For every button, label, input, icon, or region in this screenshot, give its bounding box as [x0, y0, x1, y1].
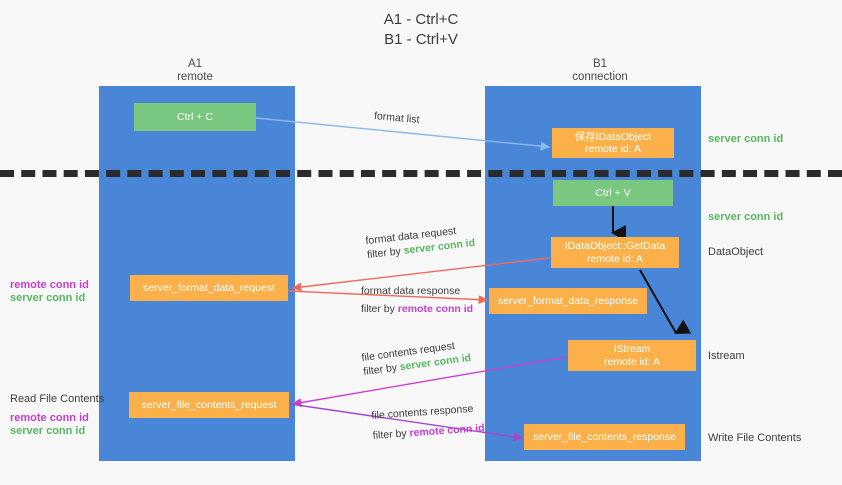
- node-ctrl-c-label: Ctrl + C: [177, 110, 213, 123]
- filter-key-remote-conn-id: remote conn id: [409, 422, 486, 440]
- node-server-file-contents-response[interactable]: server_file_contents_response: [524, 424, 685, 450]
- node-ctrl-c[interactable]: Ctrl + C: [134, 103, 256, 131]
- filter-prefix: filter by: [372, 427, 410, 442]
- filter-key-remote-conn-id: remote conn id: [397, 303, 474, 315]
- column-header-b1: B1 connection: [545, 58, 655, 84]
- label-remote-conn-id-1: remote conn id: [10, 279, 89, 291]
- node-istream[interactable]: IStream remote id: A: [568, 340, 696, 371]
- node-save-idataobject[interactable]: 保存IDataObject remote id: A: [552, 128, 674, 158]
- edge-label-format-data-response: format data response filter by remote co…: [361, 284, 473, 316]
- label-dataobject: DataObject: [708, 246, 764, 258]
- node-server-file-contents-request[interactable]: server_file_contents_request: [129, 392, 289, 418]
- edge-label-file-contents-response-filter: filter by remote conn id: [372, 421, 485, 443]
- title-line-1: A1 - Ctrl+C: [383, 11, 459, 28]
- node-ctrl-v-label: Ctrl + V: [595, 186, 631, 199]
- node-getdata-l2: remote id: A: [586, 252, 644, 265]
- node-server-file-contents-request-label: server_file_contents_request: [141, 398, 277, 411]
- edge-label-format-data-response-text: format data response: [361, 285, 461, 297]
- column-a1-name: A1: [187, 58, 203, 70]
- label-server-conn-id-1: server conn id: [10, 292, 86, 304]
- edge-label-format-list-text: format list: [373, 110, 420, 126]
- label-server-conn-id-top: server conn id: [708, 133, 784, 145]
- node-istream-l1: IStream: [613, 343, 651, 355]
- filter-prefix: filter by: [366, 244, 405, 262]
- filter-prefix: filter by: [362, 361, 401, 378]
- column-b1-name: B1: [592, 58, 608, 70]
- node-server-format-data-response[interactable]: server_format_data_response: [489, 288, 647, 314]
- node-getdata-l1: IDataObject::GetData: [564, 240, 666, 252]
- label-remote-conn-id-2: remote conn id: [10, 412, 89, 424]
- column-b1-sub: connection: [572, 71, 628, 83]
- node-server-format-data-request[interactable]: server_format_data_request: [130, 275, 288, 301]
- label-server-conn-id-mid: server conn id: [708, 211, 784, 223]
- column-header-a1: A1 remote: [140, 58, 250, 84]
- filter-prefix: filter by: [361, 303, 398, 315]
- node-server-format-data-response-label: server_format_data_response: [497, 294, 639, 307]
- node-server-file-contents-response-label: server_file_contents_response: [532, 430, 676, 443]
- node-istream-l2: remote id: A: [603, 355, 661, 368]
- page-title: A1 - Ctrl+C B1 - Ctrl+V: [0, 10, 842, 50]
- label-istream: Istream: [708, 350, 745, 362]
- label-write-file-contents: Write File Contents: [708, 432, 802, 444]
- column-a1-sub: remote: [177, 71, 213, 83]
- node-save-idataobject-l1: 保存IDataObject: [574, 130, 652, 143]
- node-save-idataobject-l2: remote id: A: [584, 143, 642, 155]
- node-ctrl-v[interactable]: Ctrl + V: [553, 180, 673, 206]
- edge-label-file-contents-request: file contents request filter by server c…: [361, 337, 472, 379]
- edge-label-file-contents-response-text: file contents response: [371, 402, 474, 422]
- edge-label-format-data-request: format data request filter by server con…: [365, 222, 476, 262]
- edge-label-format-data-response-filter: filter by remote conn id: [361, 302, 473, 316]
- node-server-format-data-request-label: server_format_data_request: [143, 281, 275, 294]
- label-server-conn-id-2: server conn id: [10, 425, 86, 437]
- node-getdata[interactable]: IDataObject::GetData remote id: A: [551, 237, 679, 268]
- phase-divider: [0, 170, 842, 177]
- label-read-file-contents: Read File Contents: [10, 393, 105, 405]
- edge-label-format-list: format list: [373, 109, 420, 127]
- edge-label-file-contents-response: file contents response filter by remote …: [371, 401, 485, 443]
- title-line-2: B1 - Ctrl+V: [384, 31, 458, 48]
